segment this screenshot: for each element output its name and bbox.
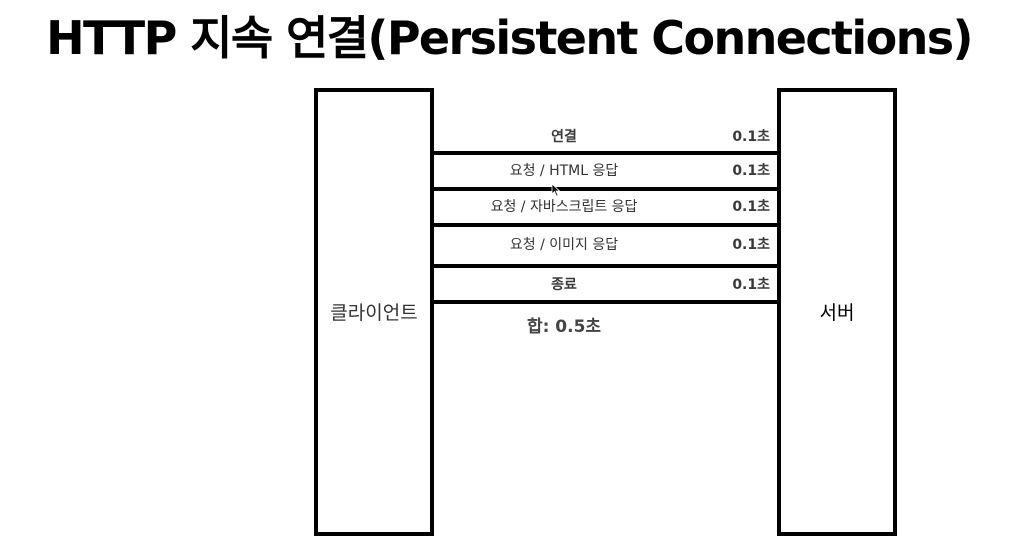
mouse-pointer-icon (551, 183, 561, 197)
page-title: HTTP 지속 연결(Persistent Connections) (46, 11, 973, 65)
step-image-time: 0.1초 (732, 237, 770, 253)
step-close-label: 종료 (551, 277, 577, 293)
server-label: 서버 (819, 302, 855, 324)
client-box: 클라이언트 (314, 88, 434, 536)
step-connect-time: 0.1초 (732, 129, 770, 145)
client-label: 클라이언트 (330, 302, 418, 324)
step-connect-label: 연결 (551, 129, 577, 145)
connection-line (434, 187, 777, 191)
step-html-label: 요청 / HTML 응답 (509, 163, 619, 179)
connection-line (434, 264, 777, 268)
step-close-time: 0.1초 (732, 277, 770, 293)
step-image-label: 요청 / 이미지 응답 (509, 237, 619, 253)
connection-line (434, 300, 777, 304)
step-javascript-label: 요청 / 자바스크립트 응답 (490, 199, 638, 215)
connection-line (434, 151, 777, 155)
step-javascript-time: 0.1초 (732, 199, 770, 215)
step-html-time: 0.1초 (732, 163, 770, 179)
connection-line (434, 223, 777, 227)
server-box: 서버 (777, 88, 897, 536)
total-time: 합: 0.5초 (526, 317, 602, 337)
